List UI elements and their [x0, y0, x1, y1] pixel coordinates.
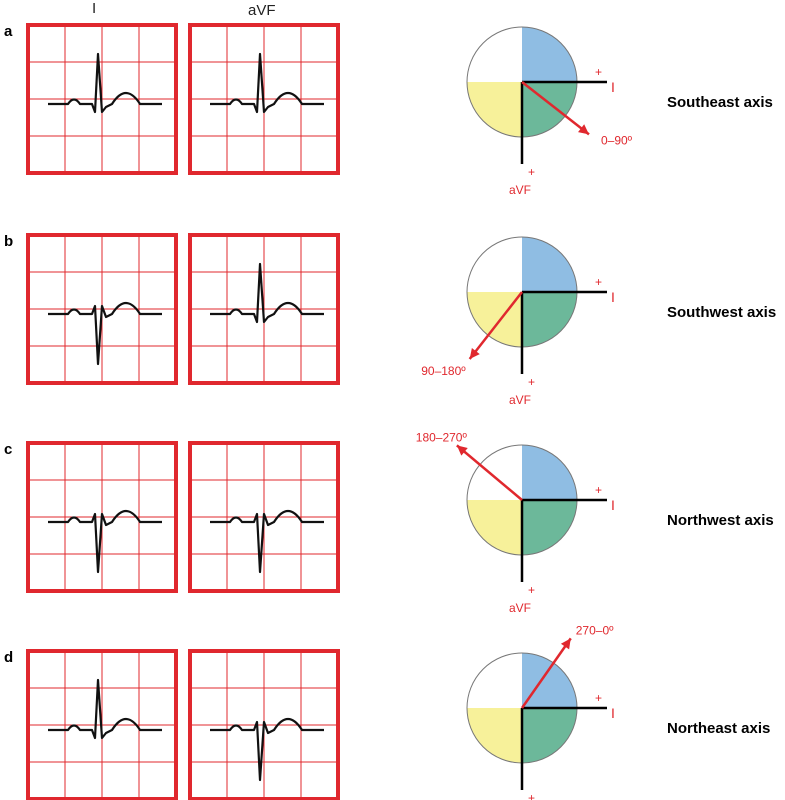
panel-letter: a [4, 23, 13, 40]
quadrant-upper-right [522, 445, 577, 500]
quadrant-lower-right [522, 500, 577, 555]
ecg-strip-lead-aVF [188, 441, 340, 593]
vector-range-label: 180–270º [416, 430, 468, 444]
axis-name-label: Southeast axis [667, 94, 773, 111]
lead-aVF-label: aVF [509, 183, 531, 197]
lead-I-label: I [611, 705, 615, 721]
lead-I-plus-sign: + [595, 275, 602, 289]
ecg-trace [48, 301, 162, 366]
panel-b: b + I + aVF 90–180º Southwest axis [4, 233, 776, 407]
ecg-strip-lead-I [26, 233, 178, 385]
quadrant-upper-right [522, 237, 577, 292]
quadrant-upper-right [522, 27, 577, 82]
lead-I-label: I [611, 289, 615, 305]
ecg-trace [210, 262, 324, 324]
quadrant-lower-right [522, 292, 577, 347]
axis-vector-arrow [520, 637, 572, 709]
axis-name-label: Northeast axis [667, 720, 770, 737]
quadrant-upper-right [522, 653, 577, 708]
ecg-trace [48, 678, 162, 740]
panel-letter: b [4, 233, 13, 250]
vector-range-label: 0–90º [601, 133, 633, 147]
column-label-lead-I: I [92, 0, 96, 17]
lead-I-label: I [611, 79, 615, 95]
lead-I-plus-sign: + [595, 483, 602, 497]
ecg-trace [48, 52, 162, 114]
quadrant-lower-left [467, 82, 522, 137]
vector-range-label: 270–0º [576, 623, 614, 637]
axis-vector-arrowhead [469, 348, 480, 359]
ecg-strip-lead-I [26, 23, 178, 175]
panel-letter: d [4, 649, 13, 666]
quadrant-upper-left [467, 237, 522, 292]
ecg-trace [210, 717, 324, 782]
ecg-strip-lead-aVF [188, 233, 340, 385]
axis-quadrant-diagram: +I+aVF270–0º [466, 623, 615, 800]
ecg-strip-lead-aVF [188, 649, 340, 800]
vector-range-label: 90–180º [421, 364, 466, 378]
axis-vector-arrowhead [456, 445, 468, 456]
quadrant-lower-right [522, 708, 577, 763]
quadrant-upper-left [467, 653, 522, 708]
panels-container: a + I + aVF 0–90º Southeast axis b + I + aVF 90–180º… [4, 23, 776, 800]
lead-I-plus-sign: + [595, 691, 602, 705]
quadrant-upper-left [467, 27, 522, 82]
lead-I-label: I [611, 497, 615, 513]
ecg-trace [48, 509, 162, 574]
ecg-strip-lead-aVF [188, 23, 340, 175]
ecg-trace [210, 52, 324, 114]
axis-name-label: Southwest axis [667, 304, 776, 321]
panel-a: a + I + aVF 0–90º Southeast axis [4, 23, 773, 197]
ecg-trace [210, 509, 324, 574]
axis-vector-arrowhead [560, 638, 571, 650]
quadrant-upper-left [467, 445, 522, 500]
lead-aVF-plus-sign: + [528, 375, 535, 389]
ecg-strip-lead-I [26, 441, 178, 593]
lead-I-plus-sign: + [595, 65, 602, 79]
quadrant-lower-left [467, 292, 522, 347]
axis-name-label: Northwest axis [667, 512, 774, 529]
lead-aVF-label: aVF [509, 601, 531, 615]
axis-vector-arrow [468, 291, 523, 360]
lead-aVF-label: aVF [509, 393, 531, 407]
axis-quadrant-diagram: + I + aVF 180–270º [416, 430, 615, 615]
quadrant-lower-right [522, 82, 577, 137]
panel-letter: c [4, 441, 12, 458]
lead-aVF-plus-sign: + [528, 791, 535, 800]
axis-vector-arrowhead [578, 124, 589, 135]
axis-vector-arrow [521, 81, 590, 136]
axis-quadrant-diagram: + I + aVF 90–180º [421, 236, 615, 407]
lead-aVF-plus-sign: + [528, 583, 535, 597]
column-label-lead-aVF: aVF [248, 2, 276, 19]
lead-aVF-plus-sign: + [528, 165, 535, 179]
quadrant-lower-left [467, 708, 522, 763]
axis-vector-arrow [456, 444, 523, 501]
quadrant-lower-left [467, 500, 522, 555]
ecg-strip-lead-I [26, 649, 178, 800]
axis-quadrant-diagram: + I + aVF 0–90º [466, 26, 633, 197]
